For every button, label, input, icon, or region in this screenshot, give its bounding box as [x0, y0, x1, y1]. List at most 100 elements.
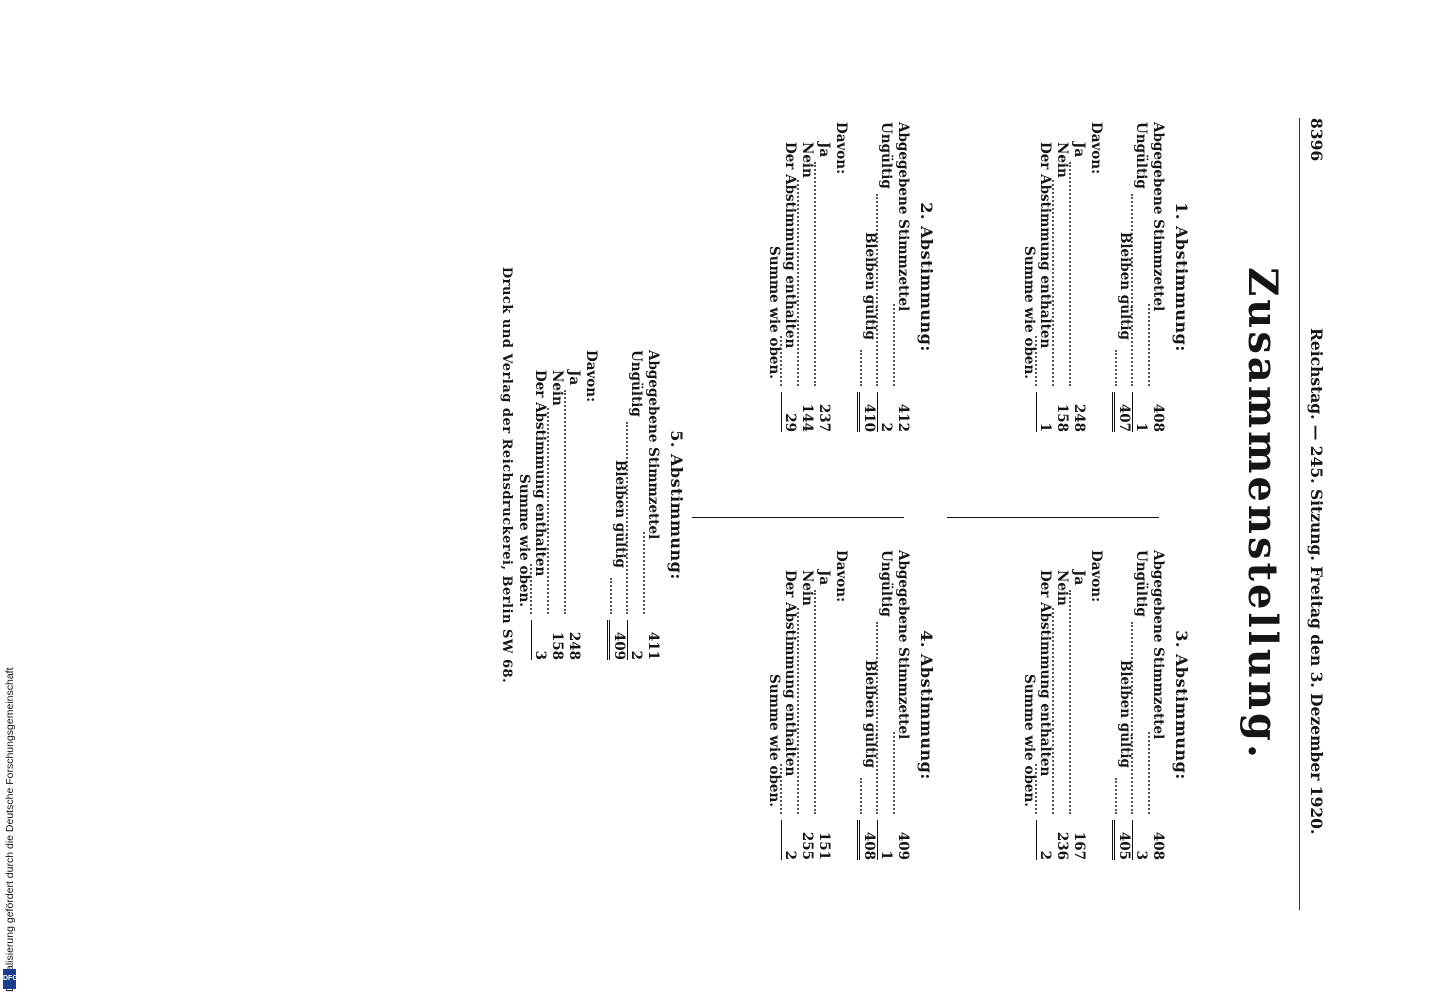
- label-davon: Davon:: [582, 350, 599, 403]
- label-davon: Davon:: [832, 122, 849, 175]
- leader-dots: [1035, 336, 1054, 386]
- label-summe: Summe wie oben.: [765, 246, 782, 380]
- label-summe: Summe wie oben.: [1020, 246, 1037, 380]
- row-ungueltig: Ungültig 1: [1131, 122, 1150, 432]
- label-ungueltig: Ungültig: [628, 350, 645, 417]
- value-ja: 237: [816, 403, 833, 432]
- label-enthalten: Der Abstimmung enthalten: [532, 370, 549, 577]
- row-ja: Ja 237: [814, 122, 833, 432]
- label-ungueltig: Ungültig: [1133, 550, 1150, 617]
- value-nein: 158: [1054, 403, 1071, 432]
- value-ungueltig: 1: [1131, 392, 1150, 432]
- label-nein: Nein: [799, 142, 816, 178]
- label-ungueltig: Ungültig: [878, 550, 895, 617]
- value-ungueltig: 2: [626, 620, 645, 660]
- value-gueltig: 405: [1111, 820, 1133, 860]
- value-nein: 236: [1054, 831, 1071, 860]
- leader-dots: [814, 590, 833, 814]
- value-enthalten: 3: [530, 620, 549, 660]
- leader-dots: [643, 532, 662, 614]
- value-gueltig: 410: [856, 392, 878, 432]
- label-nein: Nein: [1054, 142, 1071, 178]
- page-header: 8396 Reichstag. — 245. Sitzung. Freitag …: [1300, 118, 1326, 910]
- label-abgegeben: Abgegebene Stimmzettel: [895, 122, 912, 312]
- row-summe: Summe wie oben.: [765, 122, 782, 432]
- leader-dots: [797, 608, 816, 814]
- label-bleiben-gueltig: Bleiben gültig: [1116, 660, 1133, 768]
- leader-dots: [1148, 304, 1167, 386]
- row-davon: Davon:: [1087, 550, 1104, 860]
- label-ungueltig: Ungültig: [1133, 122, 1150, 189]
- leader-dots: [1069, 162, 1088, 386]
- row-summe: Summe wie oben.: [1020, 550, 1037, 860]
- row-davon: Davon:: [582, 350, 599, 660]
- value-gueltig: 409: [606, 620, 628, 660]
- value-ungueltig: 2: [876, 392, 895, 432]
- row-summe: Summe wie oben.: [765, 550, 782, 860]
- label-bleiben-gueltig: Bleiben gültig: [861, 660, 878, 768]
- label-nein: Nein: [1054, 570, 1071, 606]
- label-nein: Nein: [549, 370, 566, 406]
- leader-dots: [893, 304, 912, 386]
- label-ja: Ja: [566, 370, 583, 386]
- row-gueltig: Bleiben gültig 408: [856, 550, 878, 860]
- leader-dots: [1131, 622, 1150, 814]
- value-ja: 151: [816, 831, 833, 860]
- label-abgegeben: Abgegebene Stimmzettel: [1150, 550, 1167, 740]
- label-davon: Davon:: [832, 550, 849, 603]
- label-davon: Davon:: [1087, 550, 1104, 603]
- label-abgegeben: Abgegebene Stimmzettel: [895, 550, 912, 740]
- row-summe: Summe wie oben.: [1020, 122, 1037, 432]
- row-nein: Nein 236: [1052, 550, 1071, 860]
- value-nein: 144: [799, 403, 816, 432]
- header-rule: [1299, 118, 1300, 910]
- leader-dots: [1035, 764, 1054, 814]
- leader-dots: [547, 408, 566, 614]
- row-gueltig: Bleiben gültig 410: [856, 122, 878, 432]
- row-ja: Ja 248: [564, 350, 583, 660]
- leader-dots: [1052, 180, 1071, 386]
- leader-dots: [797, 180, 816, 386]
- label-abgegeben: Abgegebene Stimmzettel: [645, 350, 662, 540]
- label-summe: Summe wie oben.: [765, 674, 782, 808]
- leader-dots: [609, 578, 628, 614]
- leader-dots: [626, 422, 645, 614]
- row-gueltig: Bleiben gültig 405: [1111, 550, 1133, 860]
- label-davon: Davon:: [1087, 122, 1104, 175]
- vote-heading: 4. Abstimmung:: [917, 630, 936, 780]
- label-summe: Summe wie oben.: [515, 474, 532, 608]
- value-ja: 248: [566, 631, 583, 660]
- label-enthalten: Der Abstimmung enthalten: [782, 142, 799, 349]
- leader-dots: [893, 732, 912, 814]
- label-bleiben-gueltig: Bleiben gültig: [861, 232, 878, 340]
- value-abgegeben: 411: [645, 631, 662, 660]
- leader-dots: [1148, 732, 1167, 814]
- column-separator-top: [947, 517, 1159, 518]
- row-nein: Nein 158: [1052, 122, 1071, 432]
- label-ja: Ja: [816, 570, 833, 586]
- row-summe: Summe wie oben.: [515, 350, 532, 660]
- leader-dots: [564, 390, 583, 614]
- value-enthalten: 2: [780, 820, 799, 860]
- leader-dots: [1114, 778, 1133, 814]
- label-ja: Ja: [1071, 142, 1088, 158]
- row-nein: Nein 144: [797, 122, 816, 432]
- leader-dots: [530, 564, 549, 614]
- label-ja: Ja: [816, 142, 833, 158]
- value-gueltig: 408: [856, 820, 878, 860]
